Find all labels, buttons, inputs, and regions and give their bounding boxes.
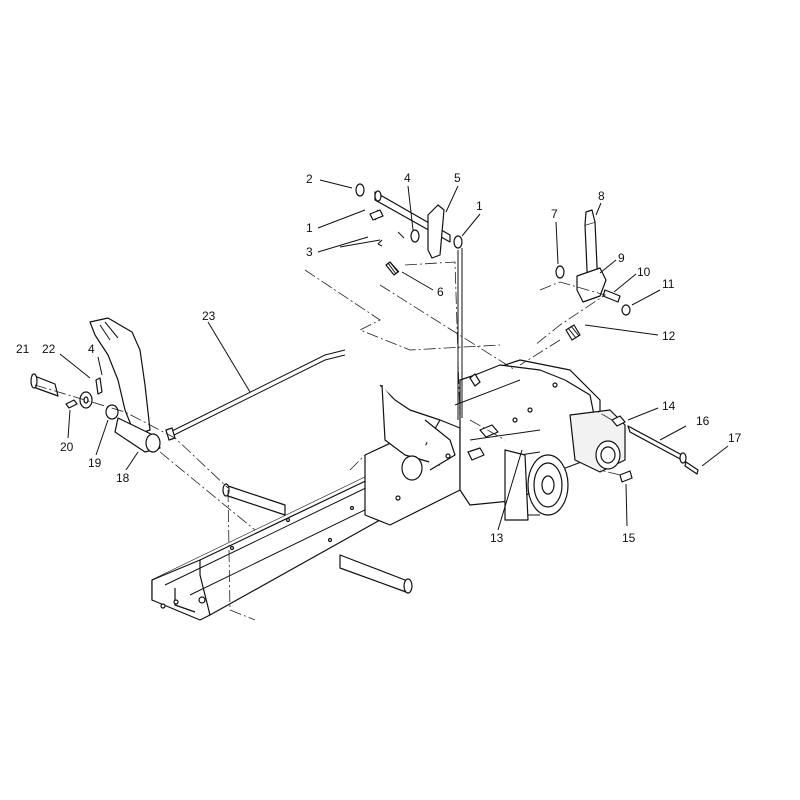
callout-22: 22 [42,342,56,356]
callout-7: 7 [551,207,558,221]
callout-8: 8 [598,189,605,203]
pedal-assembly [30,317,161,453]
callout-1-left: 1 [306,221,313,235]
callout-2: 2 [306,172,313,186]
rear-axle-parts [611,415,699,483]
control-rod [165,349,346,441]
right-lever-assembly [555,209,631,341]
center-bracket [364,384,461,526]
transmission-housing [454,359,626,521]
callout-16: 16 [696,414,710,428]
callout-12: 12 [662,329,676,343]
callout-4-upper: 4 [404,171,411,185]
upper-linkage [355,183,463,420]
callout-6: 6 [437,285,444,299]
leader-lines [59,179,729,531]
callout-23: 23 [202,309,216,323]
callout-19: 19 [88,456,102,470]
callout-labels: 2 1 3 4 5 1 6 7 8 9 10 11 12 13 14 15 16… [16,171,742,545]
callout-18: 18 [116,471,130,485]
callout-13: 13 [490,531,504,545]
callout-17: 17 [728,431,742,445]
callout-21: 21 [16,342,30,356]
callout-11: 11 [662,277,675,291]
callout-10: 10 [637,265,651,279]
callout-9: 9 [618,251,625,265]
callout-5: 5 [454,171,461,185]
alignment-lines [34,261,621,621]
main-frame [151,454,421,621]
callout-4-lower: 4 [88,342,95,356]
callout-3: 3 [306,245,313,259]
callout-14: 14 [662,399,676,413]
callout-1-right: 1 [476,199,483,213]
callout-15: 15 [622,531,636,545]
callout-20: 20 [60,440,74,454]
